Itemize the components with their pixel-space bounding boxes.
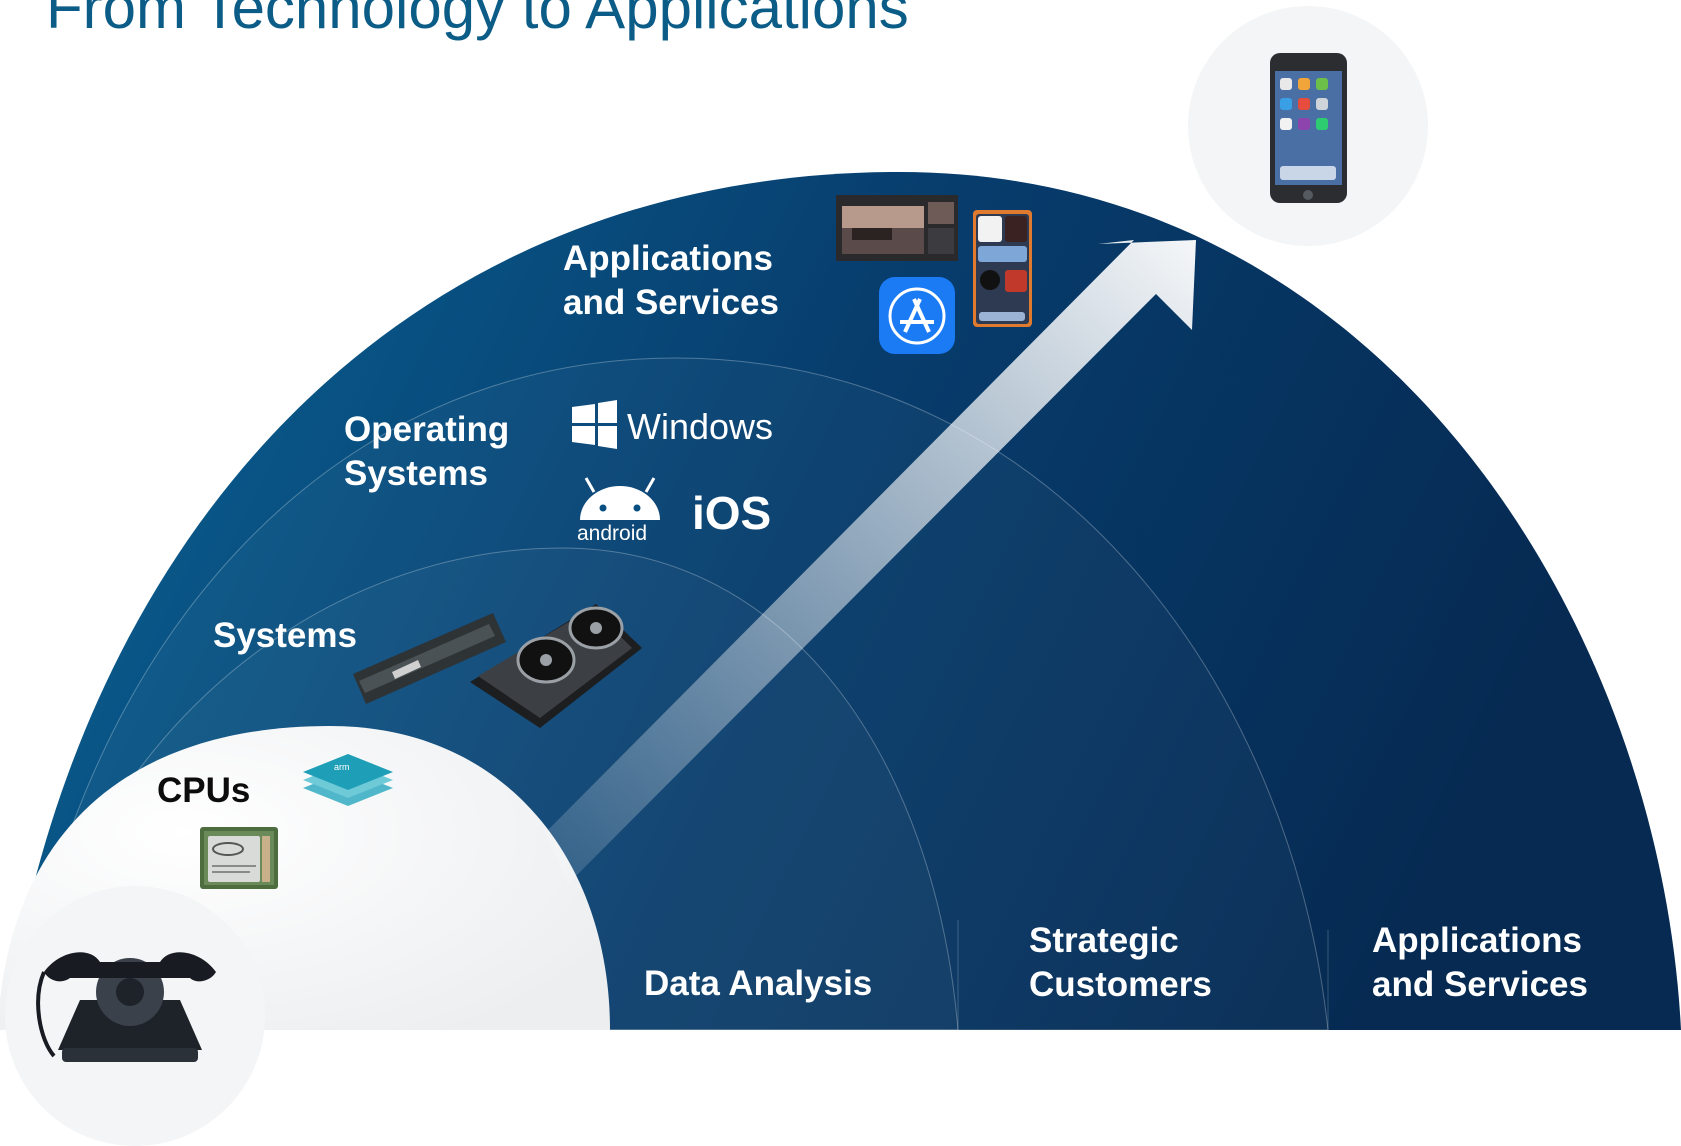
progress-arrow-icon xyxy=(545,240,1196,884)
android-logo-text: android xyxy=(577,522,648,545)
android-logo-icon xyxy=(580,477,660,520)
operating-systems-line-1: Operating xyxy=(344,410,510,449)
applications-services-line-1: Applications xyxy=(1372,921,1583,960)
phone-widgets-screenshot-icon xyxy=(973,210,1032,327)
applications-services-line-2: and Services xyxy=(1372,965,1588,1004)
cpu-chip-icon xyxy=(200,827,278,889)
svg-text:arm: arm xyxy=(334,762,350,772)
app-store-icon xyxy=(879,277,955,354)
strategic-customers-line-2: Customers xyxy=(1029,965,1212,1004)
smartphone-icon xyxy=(1270,53,1347,203)
operating-systems-label: Operating Systems xyxy=(344,408,509,496)
applications-services-ring-label: Applications and Services xyxy=(563,237,779,325)
applications-services-label: Applications and Services xyxy=(1372,919,1588,1007)
windows-logo-text: Windows xyxy=(627,406,774,447)
strategic-customers-line-1: Strategic xyxy=(1029,921,1179,960)
ram-module-icon xyxy=(353,613,506,704)
operating-systems-line-2: Systems xyxy=(344,454,488,493)
systems-label: Systems xyxy=(213,616,357,655)
ios-logo-text: iOS xyxy=(692,487,772,539)
photo-editor-screenshot-icon xyxy=(836,195,958,261)
strategic-customers-label: Strategic Customers xyxy=(1029,919,1212,1007)
rotary-telephone-icon xyxy=(36,952,216,1062)
applications-ring-line-2: and Services xyxy=(563,283,779,322)
page-title: From Technology to Applications xyxy=(46,0,909,41)
cpus-label: CPUs xyxy=(157,771,251,810)
data-analysis-label: Data Analysis xyxy=(644,964,873,1003)
chip-stack-icon: arm xyxy=(303,754,393,806)
windows-logo-icon xyxy=(572,400,617,449)
applications-ring-line-1: Applications xyxy=(563,239,774,278)
ring-operating-systems xyxy=(19,357,1329,1031)
graphics-card-icon xyxy=(470,604,642,728)
